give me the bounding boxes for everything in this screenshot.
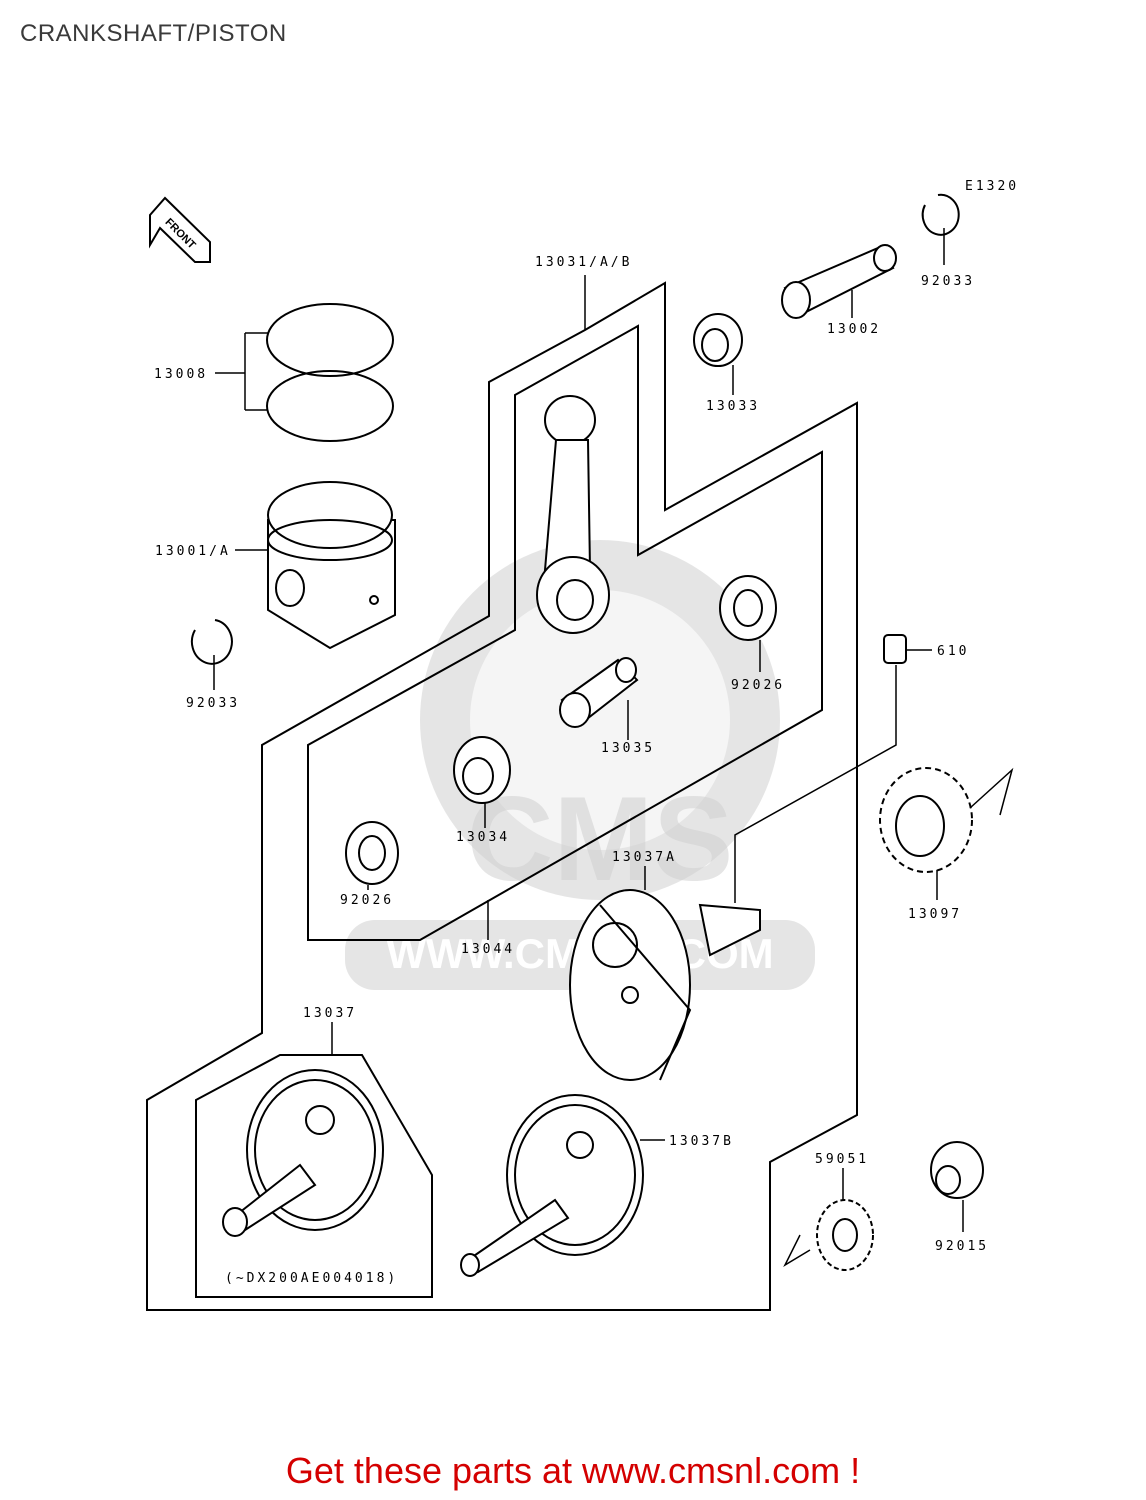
primary-gear-icon [879,767,973,873]
label-13097: 13097 [908,907,962,922]
label-92015: 92015 [935,1239,989,1254]
dowel-pin-icon [883,634,907,664]
circlip-top-icon [921,193,960,236]
diagram-code: E1320 [965,179,1019,194]
label-13001: 13001/A [155,544,231,559]
footer-promo-text[interactable]: Get these parts at www.cmsnl.com ! [285,1450,861,1491]
label-13034: 13034 [456,830,510,845]
front-arrow-icon: FRONT [149,196,211,263]
page-title: CRANKSHAFT/PISTON [20,20,287,47]
needle-bearing-bottom-icon [453,736,511,804]
label-13035: 13035 [601,741,655,756]
nut-icon [930,1141,984,1199]
label-13037b: 13037B [669,1134,734,1149]
connecting-rod-icon [536,395,610,634]
piston-pin-icon [781,244,897,319]
crank-pin-icon [559,657,639,728]
crankshaft-half-a-icon [569,889,761,1081]
label-13037: 13037 [303,1006,357,1021]
thrust-washer-right-icon [719,575,777,641]
label-92033-left: 92033 [186,696,240,711]
label-13008: 13008 [154,367,208,382]
piston-rings-icon [266,303,394,442]
needle-bearing-top-icon [693,313,743,367]
piston-icon [267,481,396,650]
label-59051: 59051 [815,1152,869,1167]
watermark-logo: CMS [467,772,734,906]
label-92026-right: 92026 [731,678,785,693]
label-610: 610 [937,644,969,659]
circlip-left-icon [190,619,233,665]
label-13002: 13002 [827,322,881,337]
crankshaft-old-icon [222,1069,384,1237]
crankshaft-half-b-icon [460,1094,644,1277]
label-13037a: 13037A [612,850,677,865]
label-92026-left: 92026 [340,893,394,908]
label-13044: 13044 [461,942,515,957]
label-13033: 13033 [706,399,760,414]
balancer-gear-icon [816,1199,874,1271]
label-13031: 13031/A/B [535,255,632,270]
thrust-washer-left-icon [345,821,399,885]
serial-note: (~DX200AE004018) [225,1271,398,1286]
label-92033-top: 92033 [921,274,975,289]
